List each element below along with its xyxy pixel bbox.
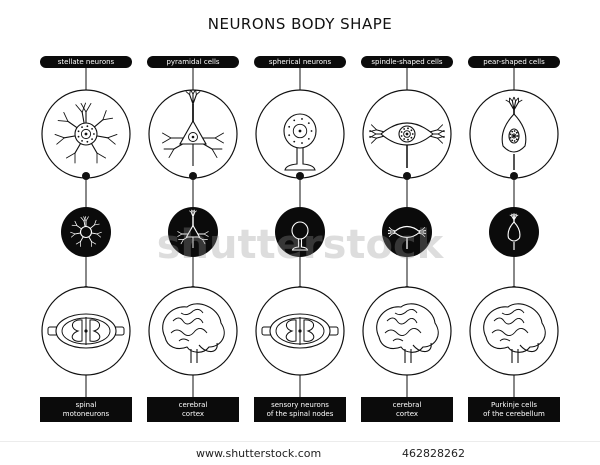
bottom-label-cerebral-cortex-1: cerebral cortex [147, 397, 239, 422]
connector-dot [296, 172, 304, 180]
top-label-spindle: spindle-shaped cells [361, 56, 453, 68]
bottom-label-line2: cortex [147, 410, 239, 419]
bottom-label-line2: motoneurons [40, 410, 132, 419]
bottom-label-spinal-motoneurons: spinal motoneurons [40, 397, 132, 422]
bottom-label-line1: sensory neurons [254, 401, 346, 410]
bottom-label-line1: Purkinje cells [468, 401, 560, 410]
bottom-label-line1: cerebral [361, 401, 453, 410]
top-label-spherical: spherical neurons [254, 56, 346, 68]
connector-dot [403, 172, 411, 180]
connector-dot [510, 172, 518, 180]
bottom-label-purkinje-cells: Purkinje cells of the cerebellum [468, 397, 560, 422]
top-label-pyramidal: pyramidal cells [147, 56, 239, 68]
site-url: www.shutterstock.com [196, 447, 321, 460]
connector-dot [82, 172, 90, 180]
top-label-pear: pear-shaped cells [468, 56, 560, 68]
image-id: 462828262 [402, 447, 465, 460]
watermark: shutterstock [0, 222, 600, 268]
bottom-label-line1: cerebral [147, 401, 239, 410]
footer-bar: www.shutterstock.com 462828262 [0, 441, 600, 465]
top-label-stellate: stellate neurons [40, 56, 132, 68]
bottom-label-line2: of the cerebellum [468, 410, 560, 419]
bottom-label-sensory-neurons: sensory neurons of the spinal nodes [254, 397, 346, 422]
page-title: NEURONS BODY SHAPE [0, 15, 600, 33]
connector-dot [189, 172, 197, 180]
bottom-label-line2: cortex [361, 410, 453, 419]
bottom-label-line2: of the spinal nodes [254, 410, 346, 419]
bottom-label-cerebral-cortex-2: cerebral cortex [361, 397, 453, 422]
bottom-label-line1: spinal [40, 401, 132, 410]
